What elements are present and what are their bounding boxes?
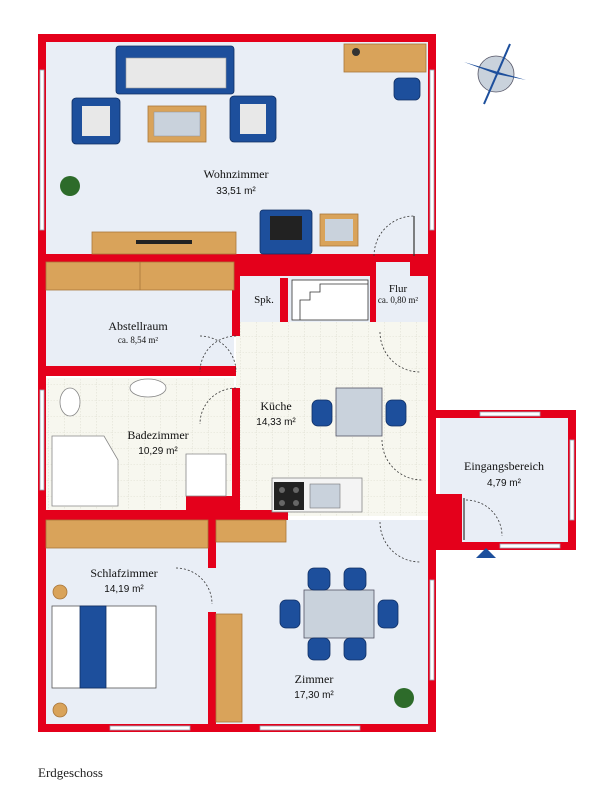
doors (175, 215, 503, 605)
wardrobe (45, 519, 209, 549)
side-board-zimmer (215, 613, 243, 723)
desk-chair (393, 77, 421, 101)
plant-icon-2 (394, 688, 414, 708)
dining-chair-6 (377, 599, 399, 629)
label-zimmer: Zimmer (295, 672, 334, 686)
bathtub (51, 435, 119, 507)
kitchen-fixtures (271, 387, 407, 513)
washbasin (129, 378, 167, 398)
bed-blanket (79, 605, 107, 689)
sink (309, 483, 341, 509)
area-kueche: 14,33 m² (256, 417, 296, 428)
label-flur: Flur (389, 283, 408, 295)
stairs (291, 279, 369, 321)
room-labels: Wohnzimmer 33,51 m² Flur ca. 0,80 m² Spk… (90, 167, 544, 701)
dining-chair-3 (307, 637, 331, 661)
plant-icon (60, 176, 80, 196)
area-flur: ca. 0,80 m² (378, 295, 418, 305)
floor-wohnzimmer (46, 40, 430, 260)
label-badezimmer: Badezimmer (127, 428, 188, 442)
kitchen-table (335, 387, 383, 437)
kitchen-chair-left (311, 399, 333, 427)
label-spk: Spk. (254, 294, 274, 306)
floor-abstellraum (46, 290, 234, 368)
label-wohnzimmer: Wohnzimmer (203, 167, 268, 181)
wardrobe-2 (215, 519, 287, 543)
bedroom-furniture (45, 519, 287, 718)
nightstand-bottom (52, 702, 68, 718)
walls (38, 34, 576, 732)
label-eingang: Eingangsbereich (464, 459, 544, 473)
nightstand-top (52, 584, 68, 600)
label-kueche: Küche (260, 399, 291, 413)
dining-chair-4 (343, 637, 367, 661)
area-badezimmer: 10,29 m² (138, 446, 178, 457)
bathroom-fixtures (51, 378, 227, 507)
area-abstellraum: ca. 8,54 m² (118, 335, 158, 345)
kitchen-chair-right (385, 399, 407, 427)
windows (39, 69, 575, 731)
area-schlafzimmer: 14,19 m² (104, 584, 144, 595)
living-room-furniture (60, 43, 427, 255)
compass-icon (464, 43, 526, 105)
stove (274, 482, 304, 510)
toilet (59, 387, 81, 417)
floor-label: Erdgeschoss (38, 765, 103, 780)
dining-table (303, 589, 375, 639)
entrance-arrow-icon (476, 548, 496, 558)
dining-chair-2 (343, 567, 367, 591)
area-zimmer: 17,30 m² (294, 690, 334, 701)
zimmer-furniture (215, 567, 414, 723)
shower (185, 453, 227, 497)
area-eingang: 4,79 m² (487, 478, 522, 489)
dining-chair-5 (279, 599, 301, 629)
label-abstellraum: Abstellraum (108, 319, 168, 333)
dining-chair-1 (307, 567, 331, 591)
label-schlafzimmer: Schlafzimmer (90, 566, 157, 580)
area-wohnzimmer: 33,51 m² (216, 186, 256, 197)
